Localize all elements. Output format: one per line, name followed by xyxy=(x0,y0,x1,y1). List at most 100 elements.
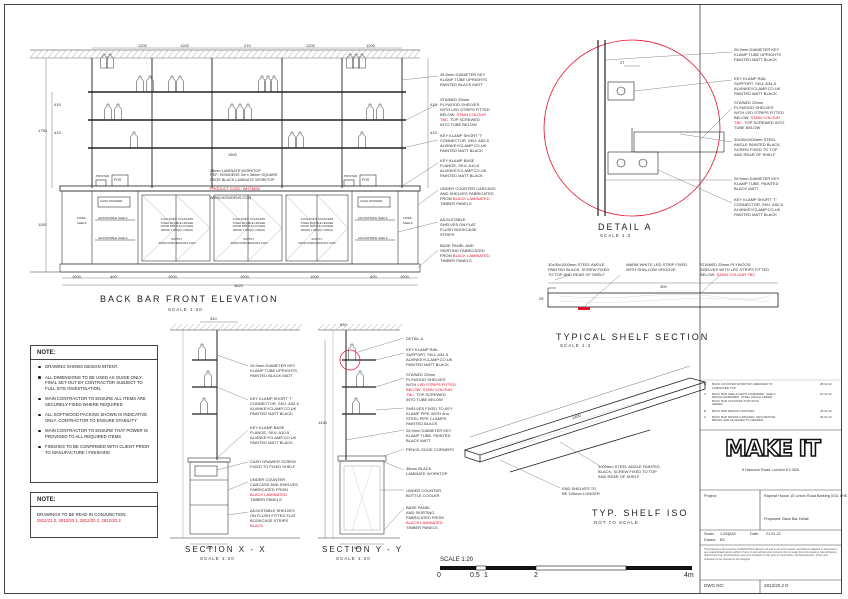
dim-bot-1: 1000 xyxy=(72,274,81,279)
elev-note-7: BASE PANEL AND SKIRTING FABRICATED FROM … xyxy=(440,243,490,263)
dim-top-1: 1200 xyxy=(138,43,147,48)
printer-label-right: PRINTER xyxy=(344,174,358,178)
bottle xyxy=(106,53,114,69)
bottle xyxy=(352,53,360,69)
section-note-ply-text: STAINED 25mm PLYWOOD SHELVES WITH LED ST… xyxy=(700,262,770,277)
elev-note-2-text: STAINED 25mm PLYWOOD SHELVES WITH LED ST… xyxy=(440,97,490,117)
yy-dim-width: 660 xyxy=(354,545,361,550)
section-note-led: WARM WHITE LED STRIP FIXED WITH SHALLOW … xyxy=(626,262,688,272)
adj-shelf-right-2: ADJUSTABLE SHELF xyxy=(358,236,388,240)
elev-note-5: UNDER COUNTER CARCASS AND SHELVES FABRIC… xyxy=(440,186,496,206)
pos-label-right: POS xyxy=(362,178,370,182)
notes-panel-2: NOTE: DRAWINGS TO BE READ IN CONJUNCTION… xyxy=(30,492,158,538)
revision-date: 08.02.22 xyxy=(820,382,832,386)
bottle xyxy=(288,131,296,149)
detail-note-6: KEY KLAMP SHORT 'T' CONNECTOR, SKU: A52-… xyxy=(734,197,783,217)
notes2-text: DRAWINGS TO BE READ IN CONJUNCTION: xyxy=(37,512,127,517)
dim-mid-span: 1500 xyxy=(228,152,237,157)
notes2-refs: 2812/21.0, 2812/20.1, 2812/20.2, 2812/20… xyxy=(37,518,121,523)
date-value: 21.01.22 xyxy=(766,532,781,536)
scale-tick-4m: 4m xyxy=(684,572,694,579)
dim-top-5: 1200 xyxy=(366,43,375,48)
cooler-label-2: COOLPOINT STAINLESS STEEL DOUBLE HINGED … xyxy=(232,217,266,232)
yy-note-3: STAINED 25mm PLYWOOD SHELVES WITH LED ST… xyxy=(406,372,456,402)
worktop-note-tail: WWW.HOWDENS.COM xyxy=(210,195,252,200)
bottle xyxy=(366,103,374,121)
elev-note-7-text: BASE PANEL AND SKIRTING FABRICATED FROM xyxy=(440,243,485,258)
bottle xyxy=(356,370,364,388)
yy-note-4: SHELVES FIXED TO KEY KLAMP PIPE WITH 4no… xyxy=(406,406,453,426)
note-item: FINISHES TO BE CONFIRMED WITH CLIENT PRI… xyxy=(37,444,151,455)
fixed-shelf-right: FIXED SHELF xyxy=(403,216,413,225)
proposal-value: Proposed: Back Bar Detail xyxy=(764,517,809,521)
disclaimer: This drawing is the property of MAKEITIN… xyxy=(704,548,838,561)
pos-label-left: POS xyxy=(114,178,122,182)
bottle xyxy=(264,75,272,93)
detail-note-3: STAINED 25mm PLYWOOD SHELVES WITH LED ST… xyxy=(734,100,784,130)
detail-note-2: KEY KLAMP RAIL SUPPORT, SKU: A34-5 ALVIN… xyxy=(734,76,781,96)
dim-h-5: 415 xyxy=(54,102,61,107)
note-item: ALL DIMENSIONS TO BE USED AS GUIDE ONLY.… xyxy=(37,375,151,392)
bottle xyxy=(244,103,252,121)
dim-h-1: 415 xyxy=(430,102,437,107)
dim-h-4: 1100 xyxy=(38,222,47,227)
section-note-ply: STAINED 25mm PLYWOOD SHELVES WITH LED ST… xyxy=(700,262,769,277)
bottles xyxy=(100,53,384,415)
yy-dim-left: 630 xyxy=(340,322,347,327)
shelf-thick-dim: 25 xyxy=(539,296,544,301)
dim-h-3: 1750 xyxy=(38,128,47,133)
iso-scale: NOT TO SCALE xyxy=(594,520,639,525)
drawn-label: Drawn: xyxy=(704,538,717,542)
xx-note-5-red: BLACK LAMINATED xyxy=(250,492,287,497)
scale-value: 1:20@A2 xyxy=(720,532,736,536)
revision-text: BACK COUNTER WORKTOP AMENDED TO LAMINATE… xyxy=(712,382,773,390)
worktop-note: 38mm LAMINATE WORKTOP REF: HOWDENS 3m x … xyxy=(210,164,278,200)
notes-title: NOTE: xyxy=(31,346,157,360)
detail-note-3-text: STAINED 25mm PLYWOOD SHELVES WITH LED ST… xyxy=(734,100,784,120)
note-item: MAIN CONTRACTOR TO ENSURE ALL ITEMS ARE … xyxy=(37,396,151,407)
worktop-note-text: 38mm LAMINATE WORKTOP REF: HOWDENS 3m x … xyxy=(210,168,278,182)
elev-note-3: KEY KLAMP SHORT 'T' CONNECTOR, SKU: A52-… xyxy=(440,133,489,153)
xx-dim-bottom: 500 xyxy=(206,545,213,550)
dim-bot-6: 400 xyxy=(370,274,377,279)
elev-note-7-tail: TIMBER PANELS xyxy=(440,258,472,263)
notes-panel: NOTE: DRAWING SHOWS DESIGN INTENT.ALL DI… xyxy=(30,345,158,483)
revision-text: BACK BAR SHELF DEPTH AMENDED. SHELF DESI… xyxy=(712,391,776,407)
bottle xyxy=(114,103,122,121)
dim-bot-4: 1000 xyxy=(240,274,249,279)
bottle xyxy=(176,75,184,93)
detail-note-3-red: STAIN COLOUR TBC. xyxy=(734,115,781,125)
bottle xyxy=(200,397,208,415)
shelf-width-dim: 300 xyxy=(660,284,667,289)
revision-text: BACK BAR DESIGN UPDATED. DECORATIVE BRAS… xyxy=(712,414,776,423)
dim-top-3: 210 xyxy=(244,43,251,48)
elev-note-2: STAINED 25mm PLYWOOD SHELVES WITH LED ST… xyxy=(440,97,490,127)
bottle xyxy=(146,75,154,93)
dwg-value: 2812/20.2 D xyxy=(764,583,789,588)
bottle xyxy=(296,131,304,149)
back-bar-title: BACK BAR FRONT ELEVATION xyxy=(100,294,279,304)
elev-note-4: KEY KLAMP BASE FLANGE, SKU: A10-5 ALVINK… xyxy=(440,158,487,178)
printer-label-left: PRINTER xyxy=(96,174,110,178)
section-note-ply-red: STAIN COLOUR TBC xyxy=(716,272,756,277)
project-label: Project: xyxy=(704,494,717,498)
section-yy-title: SECTION Y - Y xyxy=(322,545,404,554)
dim-bot-5: 1000 xyxy=(310,274,319,279)
xx-note-3: KEY KLAMP BASE FLANGE, SKU: A10-5 ALVINK… xyxy=(250,425,297,445)
scale-tick-2: 2 xyxy=(534,572,538,579)
supply-label-2: SUPPLY: WWW.STEPHENSONS.COM xyxy=(230,237,268,245)
bottle xyxy=(168,75,176,93)
drawing-sheet xyxy=(4,4,842,594)
xx-note-5-tail: TIMBER PANELS xyxy=(250,497,282,502)
detail-note-3-tail: TOP SCREWED INTO TUBE BELOW xyxy=(734,120,785,130)
xx-note-6-text: ADJUSTABLE SHELVES ON FLUSH FITTED FLAT … xyxy=(250,508,296,523)
xx-note-5: UNDER COUNTER CARCASS AND SHELVES FABRIC… xyxy=(250,477,298,502)
scale-bar-label: SCALE 1:20 xyxy=(440,557,474,563)
cash-drawer-right: CASH DRAWER xyxy=(360,199,383,203)
yy-note-3-tail: TOP SCREWED INTO TUBE BELOW xyxy=(406,392,446,402)
company-logo: MAKE IT xyxy=(724,436,821,463)
bottle xyxy=(358,53,366,69)
